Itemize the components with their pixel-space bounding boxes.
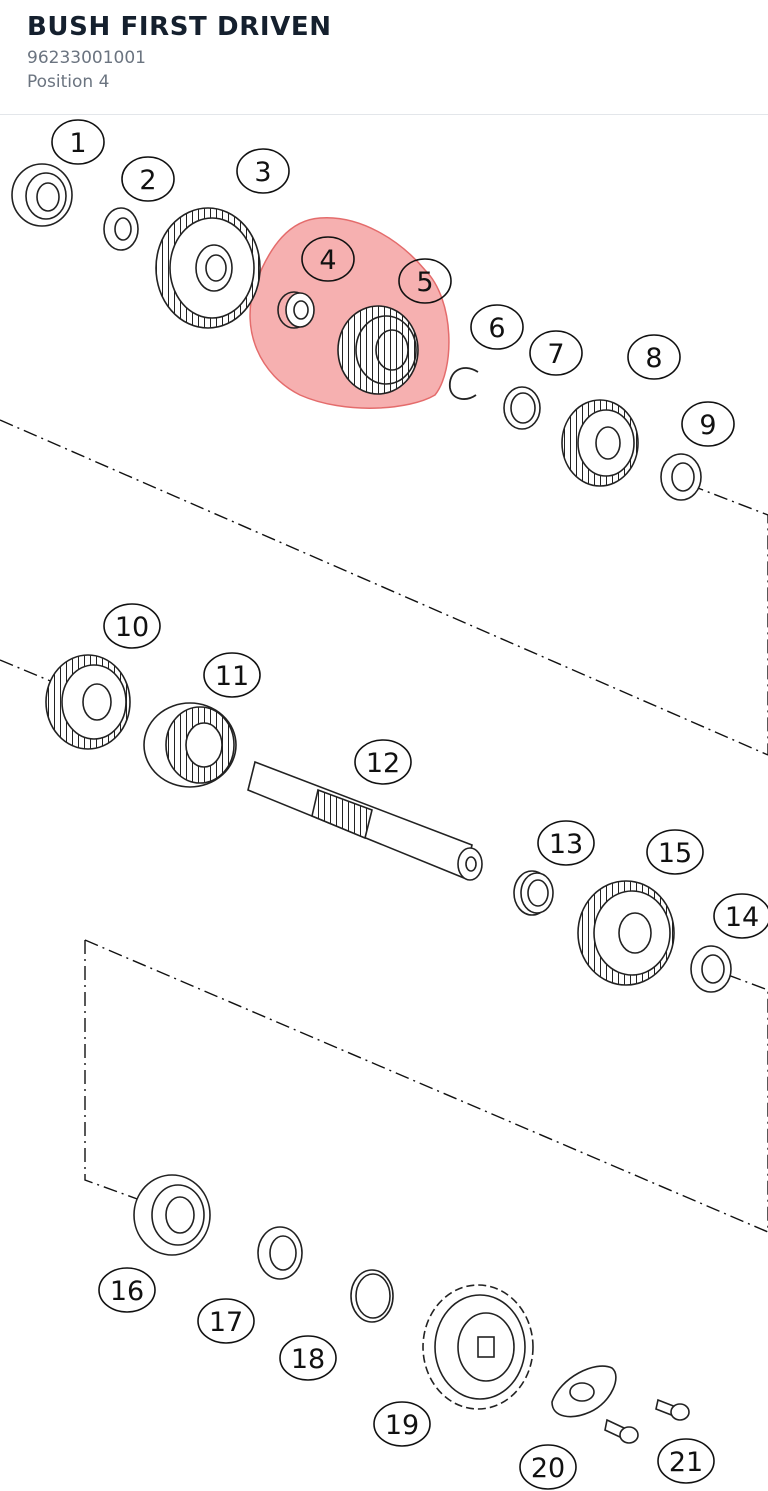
svg-text:21: 21: [669, 1447, 703, 1478]
callout-19[interactable]: 19: [373, 1401, 431, 1447]
callout-20[interactable]: 20: [519, 1444, 577, 1490]
part-12-shaft[interactable]: [247, 760, 483, 881]
svg-text:6: 6: [488, 313, 505, 344]
part-21-bolts[interactable]: [604, 1398, 690, 1444]
part-title: BUSH FIRST DRIVEN: [27, 12, 332, 42]
callout-17[interactable]: 17: [197, 1298, 255, 1344]
callout-7[interactable]: 7: [529, 330, 583, 376]
callout-11[interactable]: 11: [203, 652, 261, 698]
callout-1[interactable]: 1: [51, 119, 105, 165]
part-1-bearing[interactable]: [11, 163, 73, 227]
svg-text:18: 18: [291, 1344, 325, 1375]
callout-18[interactable]: 18: [279, 1335, 337, 1381]
part-13-bush[interactable]: [513, 870, 554, 916]
svg-text:5: 5: [416, 267, 433, 298]
svg-text:12: 12: [366, 748, 400, 779]
callout-2[interactable]: 2: [121, 156, 175, 202]
part-18-ring[interactable]: [350, 1269, 394, 1323]
part-9-washer[interactable]: [660, 453, 702, 501]
callout-6[interactable]: 6: [470, 304, 524, 350]
svg-text:11: 11: [215, 661, 249, 692]
part-8-gear[interactable]: [561, 399, 639, 487]
callout-21[interactable]: 21: [657, 1438, 715, 1484]
part-15-gear[interactable]: [577, 880, 675, 986]
part-14-washer[interactable]: [690, 945, 732, 993]
callout-4[interactable]: 4: [301, 236, 355, 282]
svg-text:15: 15: [658, 838, 692, 869]
part-position: Position 4: [27, 72, 110, 92]
callout-10[interactable]: 10: [103, 603, 161, 649]
callout-13[interactable]: 13: [537, 820, 595, 866]
part-5-gear[interactable]: [337, 305, 419, 395]
callout-8[interactable]: 8: [627, 334, 681, 380]
svg-text:3: 3: [254, 157, 271, 188]
svg-text:14: 14: [725, 902, 759, 933]
svg-text:9: 9: [699, 410, 716, 441]
svg-text:13: 13: [549, 829, 583, 860]
part-20-lock-plate[interactable]: [551, 1365, 617, 1418]
part-10-gear[interactable]: [45, 654, 131, 750]
part-2-washer[interactable]: [103, 207, 139, 251]
part-4-bush[interactable]: [277, 291, 315, 329]
part-11-gear[interactable]: [143, 702, 237, 788]
callout-16[interactable]: 16: [98, 1267, 156, 1313]
svg-text:1: 1: [69, 128, 86, 159]
part-16-bearing[interactable]: [133, 1174, 211, 1256]
callout-9[interactable]: 9: [681, 401, 735, 447]
callout-15[interactable]: 15: [646, 829, 704, 875]
part-number: 96233001001: [27, 48, 146, 68]
svg-text:20: 20: [531, 1453, 565, 1484]
part-header: BUSH FIRST DRIVEN 96233001001 Position 4: [0, 0, 768, 115]
svg-text:8: 8: [645, 343, 662, 374]
svg-text:7: 7: [547, 339, 564, 370]
callout-12[interactable]: 12: [354, 739, 412, 785]
svg-text:19: 19: [385, 1410, 419, 1441]
svg-text:10: 10: [115, 612, 149, 643]
svg-text:16: 16: [110, 1276, 144, 1307]
part-7-ring[interactable]: [503, 386, 541, 430]
part-19-sprocket[interactable]: [422, 1284, 534, 1410]
part-17-seal[interactable]: [257, 1226, 303, 1280]
exploded-diagram: 1 2 3 4 5 6 7 8 9 10 11 12 13 14 15 16 1…: [0, 115, 768, 1491]
svg-text:17: 17: [209, 1307, 243, 1338]
svg-text:2: 2: [139, 165, 156, 196]
callout-3[interactable]: 3: [236, 148, 290, 194]
part-6-circlip[interactable]: [449, 367, 479, 400]
callout-5[interactable]: 5: [398, 258, 452, 304]
part-3-gear[interactable]: [155, 207, 261, 329]
callout-14[interactable]: 14: [713, 893, 768, 939]
svg-text:4: 4: [319, 245, 336, 276]
